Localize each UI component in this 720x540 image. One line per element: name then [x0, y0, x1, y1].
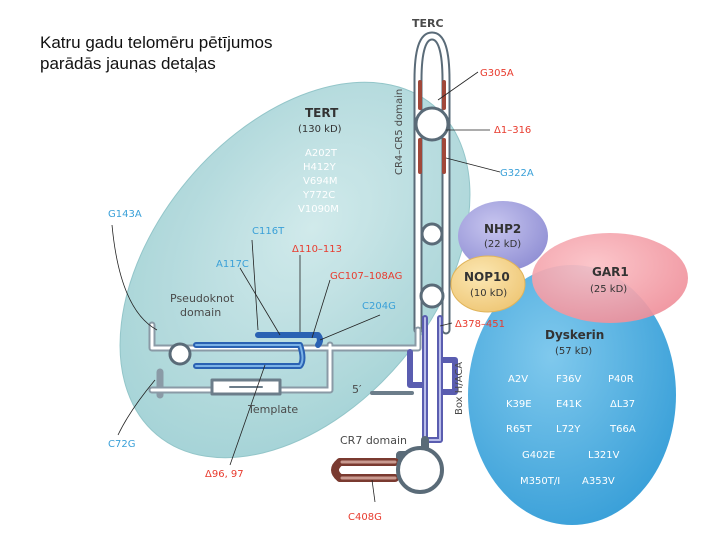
g305a-label: G305A: [480, 68, 514, 79]
gc107-108ag-label: GC107–108AG: [330, 271, 402, 282]
nhp2-name: NHP2: [484, 222, 521, 236]
d1-316-label: Δ1–316: [494, 125, 531, 136]
tert-name: TERT: [305, 106, 339, 120]
dyskerin-mutation: P40R: [608, 374, 634, 385]
title-line-1: Katru gadu telomēru pētījumos: [40, 33, 273, 52]
d110-113-label: Δ110–113: [292, 244, 342, 255]
pseudoknot-label-2: domain: [180, 306, 221, 319]
nhp2-protein: [458, 201, 548, 271]
dyskerin-name: Dyskerin: [545, 328, 604, 342]
template-label: Template: [247, 403, 298, 416]
g143a-label: G143A: [108, 209, 142, 220]
five-prime-label: 5′: [352, 383, 362, 396]
nhp2-size: (22 kD): [484, 239, 521, 250]
dyskerin-mutation: A2V: [508, 374, 528, 385]
nop10-name: NOP10: [464, 270, 510, 284]
cr7-domain-label: CR7 domain: [340, 434, 407, 447]
cr4-cr5-domain-label: CR4–CR5 domain: [394, 89, 405, 175]
dyskerin-mutation: E41K: [556, 399, 582, 410]
tert-size: (130 kD): [298, 124, 342, 135]
nop10-size: (10 kD): [470, 288, 507, 299]
dyskerin-mutation: F36V: [556, 374, 581, 385]
tert-mutation: V694M: [303, 176, 338, 187]
gar1-size: (25 kD): [590, 284, 627, 295]
tert-mutation: A202T: [305, 148, 338, 159]
pseudoknot-label-1: Pseudoknot: [170, 292, 235, 305]
dyskerin-mutation: L321V: [588, 450, 620, 461]
dyskerin-mutation: T66A: [609, 424, 636, 435]
c116t-label: C116T: [252, 226, 285, 237]
dyskerin-protein: [468, 265, 676, 525]
dyskerin-mutation: G402E: [522, 450, 555, 461]
gar1-protein: [532, 233, 688, 323]
terc-label: TERC: [412, 17, 444, 30]
tert-mutation-list: A202T H412Y V694M Y772C V1090M: [298, 148, 339, 215]
leader-lines: [111, 71, 501, 503]
tert-mutation: H412Y: [303, 162, 337, 173]
d96-97-label: Δ96, 97: [205, 469, 244, 480]
dyskerin-mutation-list: A2V F36V P40R K39E E41K ΔL37 R65T L72Y T…: [506, 374, 636, 487]
nop10-protein: [450, 255, 526, 313]
dyskerin-mutation: ΔL37: [610, 399, 635, 410]
dyskerin-mutation: R65T: [506, 424, 533, 435]
dyskerin-size: (57 kD): [555, 346, 592, 357]
dyskerin-mutation: A353V: [582, 476, 615, 487]
dyskerin-mutation: L72Y: [556, 424, 581, 435]
dyskerin-mutation: M350T/I: [520, 476, 560, 487]
c408g-label: C408G: [348, 512, 382, 523]
c72g-label: C72G: [108, 439, 135, 450]
tert-mutation: V1090M: [298, 204, 339, 215]
dyskerin-mutation: K39E: [506, 399, 532, 410]
box-haca-label: Box H/ACA: [454, 362, 465, 415]
g322a-label: G322A: [500, 168, 534, 179]
tert-mutation: Y772C: [302, 190, 335, 201]
title-line-2: parādās jaunas detaļas: [40, 54, 216, 73]
slide-title: Katru gadu telomēru pētījumos parādās ja…: [40, 32, 360, 74]
a117c-label: A117C: [216, 259, 249, 270]
gar1-name: GAR1: [592, 265, 629, 279]
terc-rna: [148, 31, 458, 494]
d378-451-label: Δ378–451: [455, 319, 505, 330]
c204g-label: C204G: [362, 301, 396, 312]
